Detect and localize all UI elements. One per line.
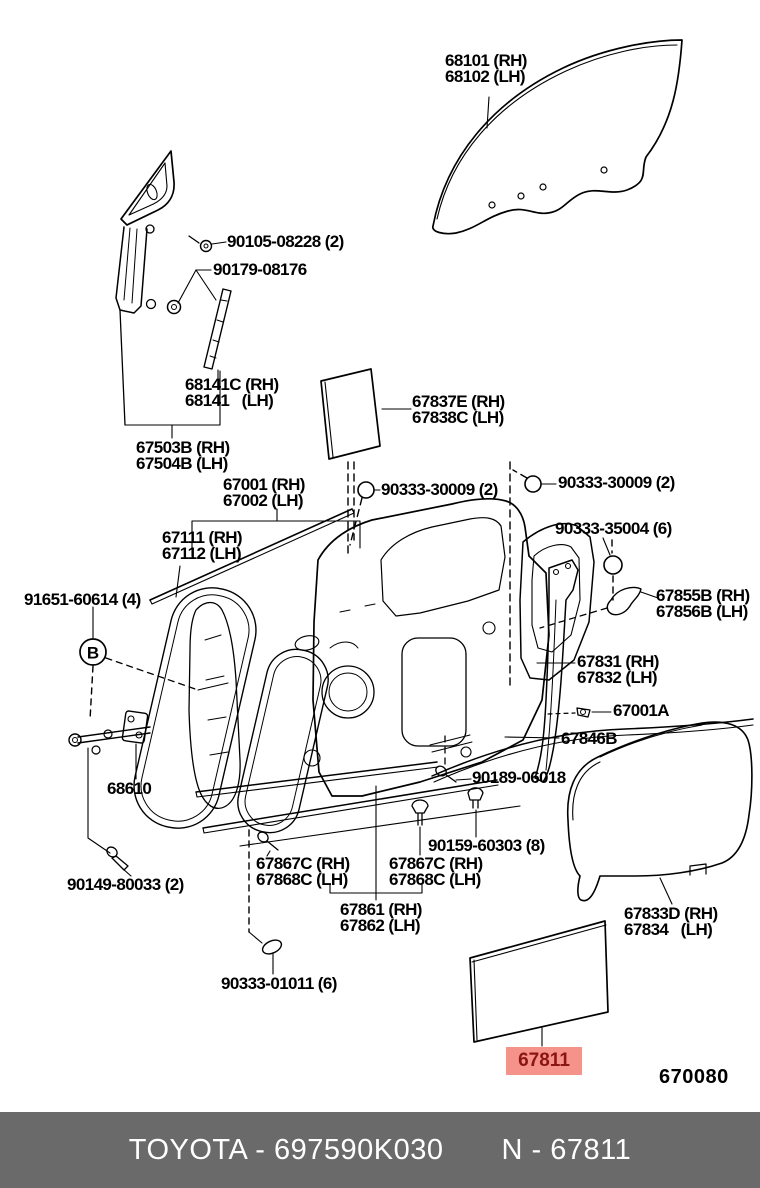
door-panel-leader [191, 508, 361, 557]
part-label-90179-08176: 90179-08176 [213, 260, 307, 279]
part-label-line: 90189-06018 [472, 768, 566, 787]
part-label-67503B: 67503B (RH)67504B (LH) [136, 438, 230, 473]
part-label-line: 68141C (RH) [185, 375, 279, 394]
part-label-67867C-a: 67867C (RH)67868C (LH) [256, 854, 350, 889]
part-label-line: 67831 (RH) [577, 652, 659, 671]
part-label-line: 67867C (RH) [389, 854, 483, 873]
part-label-90159-60303: 90159-60303 (8) [428, 836, 545, 855]
part-label-line: 67833D (RH) [624, 904, 718, 923]
part-label-line: 90333-30009 (2) [381, 480, 498, 499]
part-label-line: 90333-35004 (6) [555, 519, 672, 538]
part-label-line: 67861 (RH) [340, 900, 422, 919]
part-label-line: 67503B (RH) [136, 438, 230, 457]
part-label-line: 67855B (RH) [656, 586, 750, 605]
ref-b-letter: B [87, 644, 99, 663]
part-label-68101: 68101 (RH)68102 (LH) [445, 51, 527, 86]
quarter-window-drawing [115, 150, 232, 439]
part-label-line: 67001A [613, 701, 670, 720]
part-label-67833D: 67833D (RH)67834 (LH) [624, 904, 718, 939]
trim-board-drawing [469, 920, 609, 1047]
part-label-line: 67846B [561, 729, 618, 748]
part-label-90189-06018: 90189-06018 [472, 768, 566, 787]
part-label-line: 90333-01011 (6) [221, 974, 337, 993]
part-label-line: 90333-30009 (2) [558, 473, 675, 492]
part-label-line: 67856B (LH) [656, 601, 748, 621]
rear-frame-drawing [534, 559, 579, 783]
part-label-68141C: 68141C (RH)68141 (LH) [185, 375, 279, 410]
part-label-line: 90179-08176 [213, 260, 307, 279]
part-label-90149-80033: 90149-80033 (2) [67, 875, 184, 894]
part-label-line: 67868C (LH) [256, 869, 348, 889]
screw-clip-drawing [435, 735, 484, 838]
part-label-line: 67112 (LH) [162, 543, 242, 563]
part-label-91651-60614: 91651-60614 (4) [24, 590, 141, 609]
belt-molding-drawing [149, 508, 355, 605]
footer-part-number: N - 67811 [501, 1133, 632, 1166]
part-label-line: 67867C (RH) [256, 854, 350, 873]
exploded-view-line-art: B [68, 39, 754, 1047]
part-label-line: 91651-60614 (4) [24, 590, 141, 609]
footer-catalog-number: TOYOTA - 697590K030 [128, 1133, 444, 1166]
patch-panel-drawing [320, 368, 412, 557]
door-glass-drawing [432, 39, 683, 235]
part-label-line: 90149-80033 (2) [67, 875, 184, 894]
part-label-67861: 67861 (RH)67862 (LH) [340, 900, 422, 935]
part-label-67837E: 67837E (RH)67838C (LH) [412, 392, 505, 427]
part-label-90333-30009-b: 90333-30009 (2) [558, 473, 675, 492]
part-label-line: 67862 (LH) [340, 915, 421, 935]
part-label-90333-01011: 90333-01011 (6) [221, 974, 337, 993]
part-label-90105-08228: 90105-08228 (2) [227, 232, 344, 251]
door-inner-panel-drawing [294, 498, 595, 797]
part-label-67111: 67111 (RH)67112 (LH) [162, 528, 243, 563]
part-label-line: 67111 (RH) [162, 528, 243, 547]
part-label-line: 67868C (LH) [389, 869, 481, 889]
weatherstrip-rings-drawing [133, 587, 329, 834]
highlighted-part-number[interactable]: 67811 [506, 1047, 582, 1075]
part-label-67831: 67831 (RH)67832 (LH) [577, 652, 659, 687]
pad-fasteners-drawing [257, 785, 429, 901]
part-label-67867C-b: 67867C (RH)67868C (LH) [389, 854, 483, 889]
part-label-68610: 68610 [107, 779, 152, 798]
footer-bar: TOYOTA - 697590K030 N - 67811 [0, 1112, 760, 1188]
part-label-line: 68141 (LH) [185, 390, 274, 410]
diagram-code: 670080 [659, 1066, 729, 1088]
part-label-line: 67837E (RH) [412, 392, 505, 411]
cover-leaf-drawing [539, 586, 659, 629]
part-label-line: 67832 (LH) [577, 667, 658, 687]
part-label-67855B: 67855B (RH)67856B (LH) [656, 586, 750, 621]
ref-b-marker: B [79, 606, 229, 721]
part-label-67001A: 67001A [613, 701, 670, 720]
service-cover-drawing [566, 721, 753, 905]
part-label-90333-35004: 90333-35004 (6) [555, 519, 672, 538]
lower-weatherstrip-drawing [431, 718, 754, 783]
part-label-line: 67002 (LH) [223, 490, 304, 510]
hole-plug-drawing [248, 829, 283, 975]
part-label-line: 67504B (LH) [136, 453, 228, 473]
part-label-line: 90159-60303 (8) [428, 836, 545, 855]
part-label-90333-30009-a: 90333-30009 (2) [381, 480, 498, 499]
lower-moldings-drawing [195, 761, 521, 847]
part-label-line: 68101 (RH) [445, 51, 527, 70]
part-label-line: 68102 (LH) [445, 66, 526, 86]
part-label-line: 67834 (LH) [624, 919, 713, 939]
part-label-line: 90105-08228 (2) [227, 232, 344, 251]
hinge-check-drawing [68, 710, 151, 877]
part-label-line: 68610 [107, 779, 152, 798]
part-label-67001: 67001 (RH)67002 (LH) [223, 475, 305, 510]
part-label-line: 67001 (RH) [223, 475, 305, 494]
cushion-fastener-drawing [547, 707, 612, 718]
part-label-67846B: 67846B [561, 729, 618, 748]
part-label-line: 67838C (LH) [412, 407, 504, 427]
